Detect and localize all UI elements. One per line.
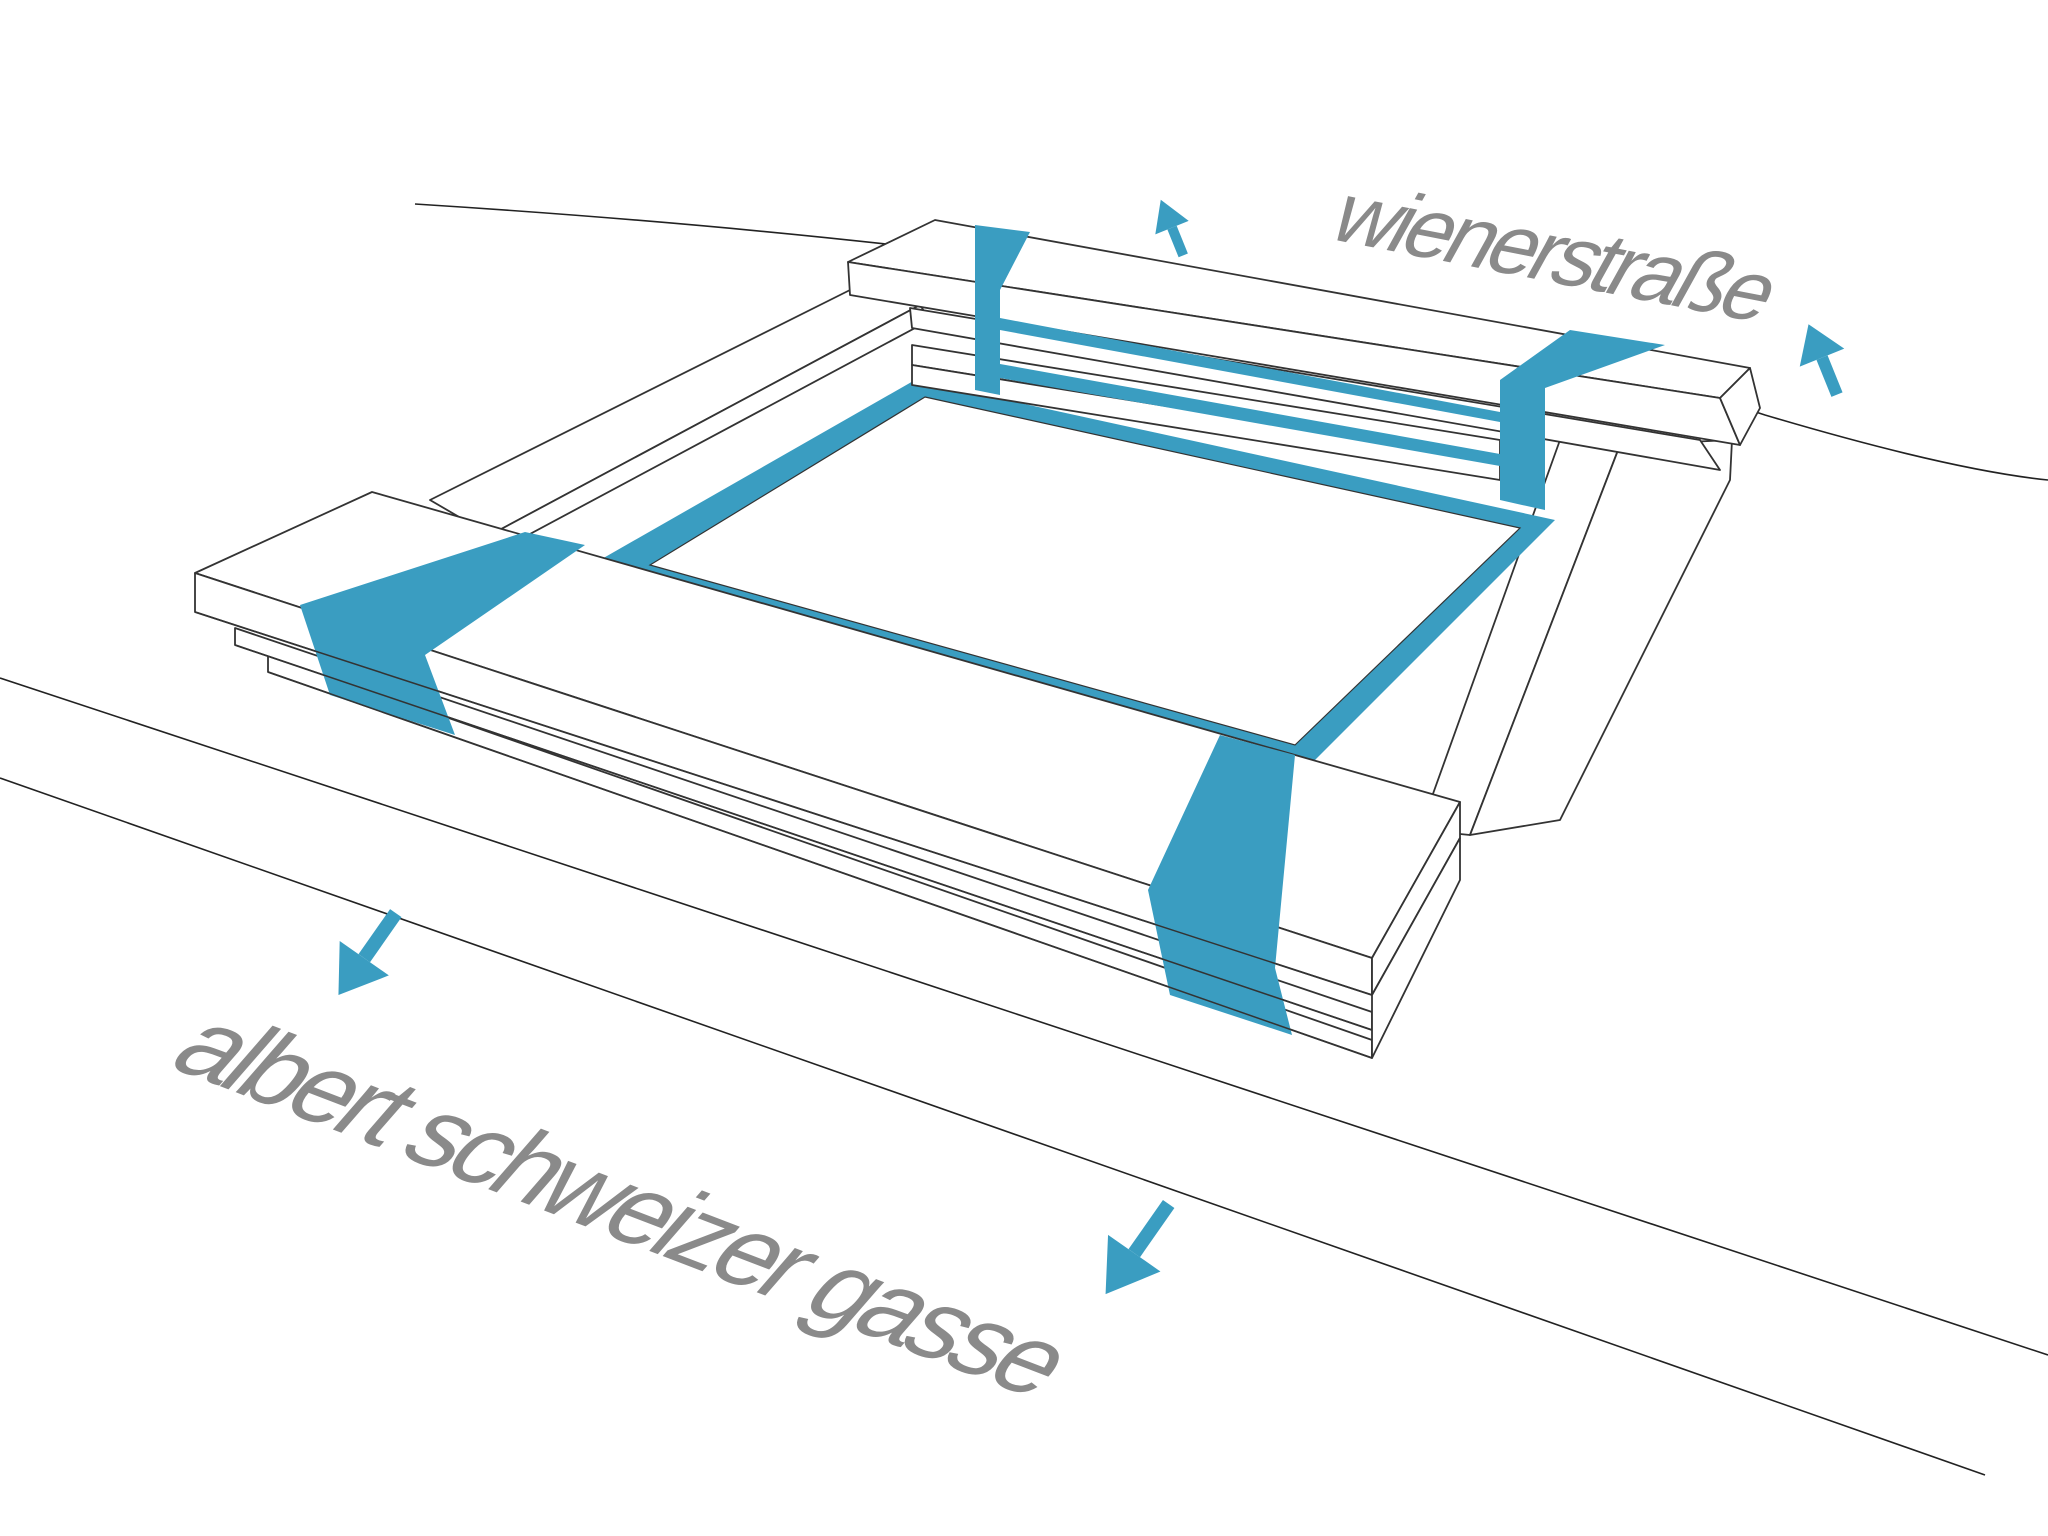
north-block [847,219,1761,510]
north-band-rail-2 [1000,364,1500,466]
north-block-end [1719,367,1761,446]
north-band-right [1500,330,1665,510]
arrow-icon [1105,1200,1175,1295]
arrows [338,199,1845,1295]
south-street-edge-lower [0,777,1986,1476]
south-street-edge-upper [0,677,2048,1356]
arrow-icon [1155,199,1189,258]
arrow-icon [1799,324,1845,397]
south-band-right [1148,735,1295,1035]
arrow-icon [338,909,402,996]
south-band-left [300,532,585,735]
courtyard-floor [648,396,1522,746]
south-block [194,491,1461,1059]
south-tier-line-3 [267,671,1373,1059]
south-tier-line-1 [194,611,1373,996]
south-block-end-tiers [1371,837,1461,1059]
north-band-rail-1 [1000,318,1500,422]
north-band-left [975,225,1030,395]
south-tier-line-2 [234,644,1373,1031]
building [194,219,1761,1059]
street-label-south: albert schweizer gasse [149,990,1096,1416]
